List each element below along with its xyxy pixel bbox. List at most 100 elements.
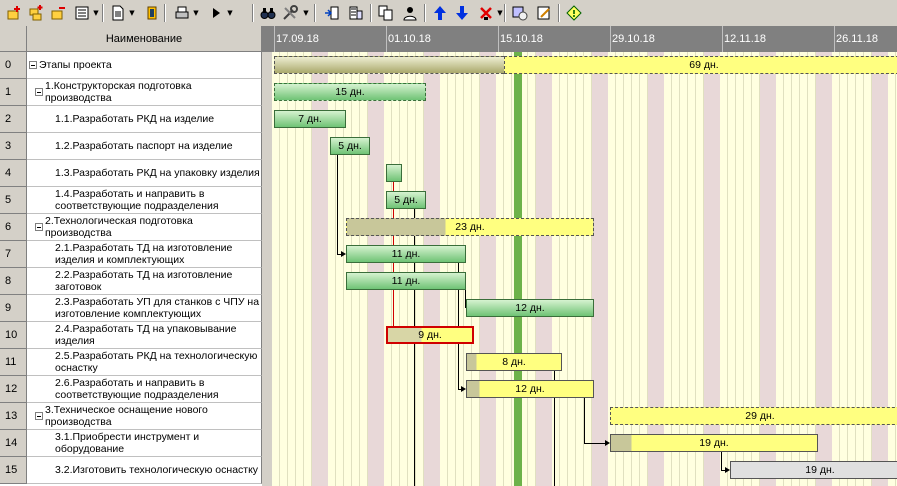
delete-task-icon[interactable] — [48, 3, 68, 23]
user-icon[interactable] — [400, 3, 420, 23]
day-column — [560, 52, 568, 486]
task-name-cell[interactable]: 1.Конструкторская подготовка производств… — [27, 79, 262, 106]
task-bar[interactable]: 11 дн. — [346, 245, 466, 263]
move-up-icon[interactable] — [430, 3, 450, 23]
task-bar[interactable]: 11 дн. — [346, 272, 466, 290]
task-bar[interactable]: 19 дн. — [730, 461, 897, 479]
task-bar[interactable]: 29 дн. — [610, 407, 897, 425]
task-name-cell[interactable]: 1.1.Разработать РКД на изделие — [27, 106, 262, 133]
task-bar[interactable]: 9 дн. — [386, 326, 474, 344]
add-task-icon[interactable] — [4, 3, 24, 23]
edit-icon[interactable] — [534, 3, 554, 23]
tools-dropdown-icon[interactable]: ▼ — [303, 9, 309, 17]
date-label: 26.11.18 — [836, 33, 879, 45]
task-name-cell[interactable]: 2.1.Разработать ТД на изготовление издел… — [27, 241, 262, 268]
task-name-cell[interactable]: 2.4.Разработать ТД на упаковывание издел… — [27, 322, 262, 349]
task-name-cell[interactable]: 1.4.Разработать и направить в соответств… — [27, 187, 262, 214]
collapse-icon[interactable] — [35, 223, 43, 231]
task-name: 3.Техническое оснащение нового производс… — [45, 404, 208, 428]
name-column-header[interactable]: Наименование — [27, 26, 262, 52]
row-number: 7 — [0, 241, 27, 268]
task-bar[interactable]: 7 дн. — [274, 110, 346, 128]
task-bar[interactable]: 5 дн. — [386, 191, 426, 209]
day-column — [568, 52, 576, 486]
dependency-arrow-icon — [725, 467, 730, 473]
collapse-icon[interactable] — [29, 61, 37, 69]
indent-icon[interactable] — [322, 3, 342, 23]
day-column — [376, 52, 384, 486]
task-name-cell[interactable]: 3.2.Изготовить технологическую оснастку — [27, 457, 262, 484]
play-icon[interactable] — [206, 3, 226, 23]
task-name-cell[interactable]: 3.1.Приобрести инструмент и оборудование — [27, 430, 262, 457]
task-name-cell[interactable]: 1.3.Разработать РКД на упаковку изделия — [27, 160, 262, 187]
collapse-icon[interactable] — [35, 88, 43, 96]
row-number-header[interactable] — [0, 26, 27, 52]
tools-icon[interactable] — [280, 3, 300, 23]
task-bar[interactable] — [386, 164, 402, 182]
remove-link-icon[interactable] — [476, 3, 496, 23]
gantt-chart[interactable]: 17.09.18 01.10.18 15.10.18 29.10.18 12.1… — [262, 26, 897, 486]
row-number: 2 — [0, 106, 27, 133]
task-name-cell[interactable]: 2.3.Разработать УП для станков с ЧПУ на … — [27, 295, 262, 322]
splitter[interactable] — [262, 52, 272, 486]
day-column — [680, 52, 688, 486]
task-bar[interactable]: 23 дн. — [346, 218, 594, 236]
task-name-cell[interactable]: 3.Техническое оснащение нового производс… — [27, 403, 262, 430]
toolbar-separator — [424, 4, 426, 22]
recalculate-icon[interactable] — [510, 3, 530, 23]
info-icon[interactable] — [564, 3, 584, 23]
view-dropdown-icon[interactable]: ▼ — [93, 9, 99, 17]
task-bar[interactable]: 8 дн. — [466, 353, 562, 371]
resources-icon[interactable] — [142, 3, 162, 23]
task-name-cell[interactable]: Этапы проекта — [27, 52, 262, 79]
collapse-icon[interactable] — [35, 412, 43, 420]
find-icon[interactable] — [258, 3, 278, 23]
task-bar[interactable] — [274, 56, 504, 74]
print-dropdown-icon[interactable]: ▼ — [193, 9, 199, 17]
day-column — [352, 52, 360, 486]
task-bar[interactable]: 12 дн. — [466, 380, 594, 398]
task-name-cell[interactable]: 2.6.Разработать и направить в соответств… — [27, 376, 262, 403]
print-icon[interactable] — [172, 3, 192, 23]
play-dropdown-icon[interactable]: ▼ — [227, 9, 233, 17]
task-bar[interactable]: 5 дн. — [330, 137, 370, 155]
task-name-cell[interactable]: 2.2.Разработать ТД на изготовление загот… — [27, 268, 262, 295]
move-down-icon[interactable] — [452, 3, 472, 23]
add-subtask-icon[interactable] — [26, 3, 46, 23]
task-bar[interactable]: 15 дн. — [274, 83, 426, 101]
document-dropdown-icon[interactable]: ▼ — [129, 9, 135, 17]
task-name-cell[interactable]: 1.2.Разработать паспорт на изделие — [27, 133, 262, 160]
remove-link-dropdown-icon[interactable]: ▼ — [497, 9, 503, 17]
task-duration-label: 9 дн. — [418, 329, 442, 341]
copy-icon[interactable] — [376, 3, 396, 23]
outdent-icon[interactable] — [346, 3, 366, 23]
task-name-cell[interactable]: 2.5.Разработать РКД на технологическую о… — [27, 349, 262, 376]
task-name: 2.3.Разработать УП для станков с ЧПУ на … — [55, 296, 260, 320]
task-bar[interactable]: 19 дн. — [610, 434, 818, 452]
table-row[interactable]: 13 3.Техническое оснащение нового произво… — [0, 403, 262, 430]
row-number: 13 — [0, 403, 27, 430]
task-name-cell[interactable]: 2.Технологическая подготовка производств… — [27, 214, 262, 241]
task-bar[interactable]: 12 дн. — [466, 299, 594, 317]
day-column — [864, 52, 872, 486]
view-icon[interactable] — [72, 3, 92, 23]
task-bar[interactable]: 69 дн. — [504, 56, 897, 74]
document-icon[interactable] — [108, 3, 128, 23]
day-column — [312, 52, 320, 486]
day-column — [552, 52, 560, 486]
